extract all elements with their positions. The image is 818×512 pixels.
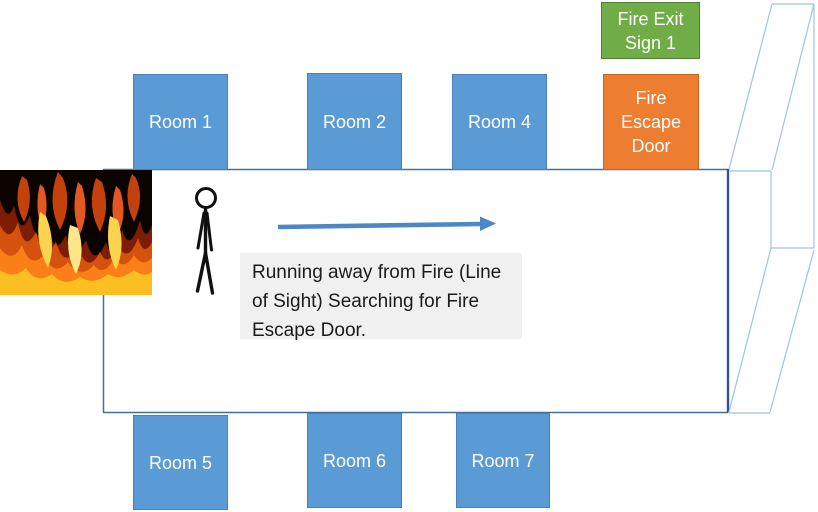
room-6-label: Room 6 xyxy=(322,450,387,471)
fire-escape-door-label: Fire Escape Door xyxy=(620,88,682,156)
fire-exit-sign-label: Fire Exit Sign 1 xyxy=(617,8,684,53)
stick-figure-person xyxy=(195,187,217,295)
caption-text: Running away from Fire (Line of Sight) S… xyxy=(252,262,502,341)
fire-photo xyxy=(0,170,152,295)
room-5-label: Room 5 xyxy=(148,452,213,473)
room-1-label: Room 1 xyxy=(148,112,213,132)
room-4-box: Room 4 xyxy=(452,74,547,170)
room-6-box: Room 6 xyxy=(307,413,402,508)
fire-escape-door-box: Fire Escape Door xyxy=(603,74,699,170)
room-5-box: Room 5 xyxy=(133,415,228,510)
open-door-3d-sketch xyxy=(728,3,815,414)
right-direction-arrow xyxy=(277,216,496,231)
room-2-box: Room 2 xyxy=(307,73,402,170)
room-4-label: Room 4 xyxy=(467,112,532,132)
room-7-box: Room 7 xyxy=(456,413,550,508)
room-1-box: Room 1 xyxy=(133,74,228,170)
fire-exit-sign-box: Fire Exit Sign 1 xyxy=(601,2,700,59)
room-7-label: Room 7 xyxy=(471,450,535,471)
caption-box: Running away from Fire (Line of Sight) S… xyxy=(240,253,522,341)
room-2-label: Room 2 xyxy=(322,111,387,132)
